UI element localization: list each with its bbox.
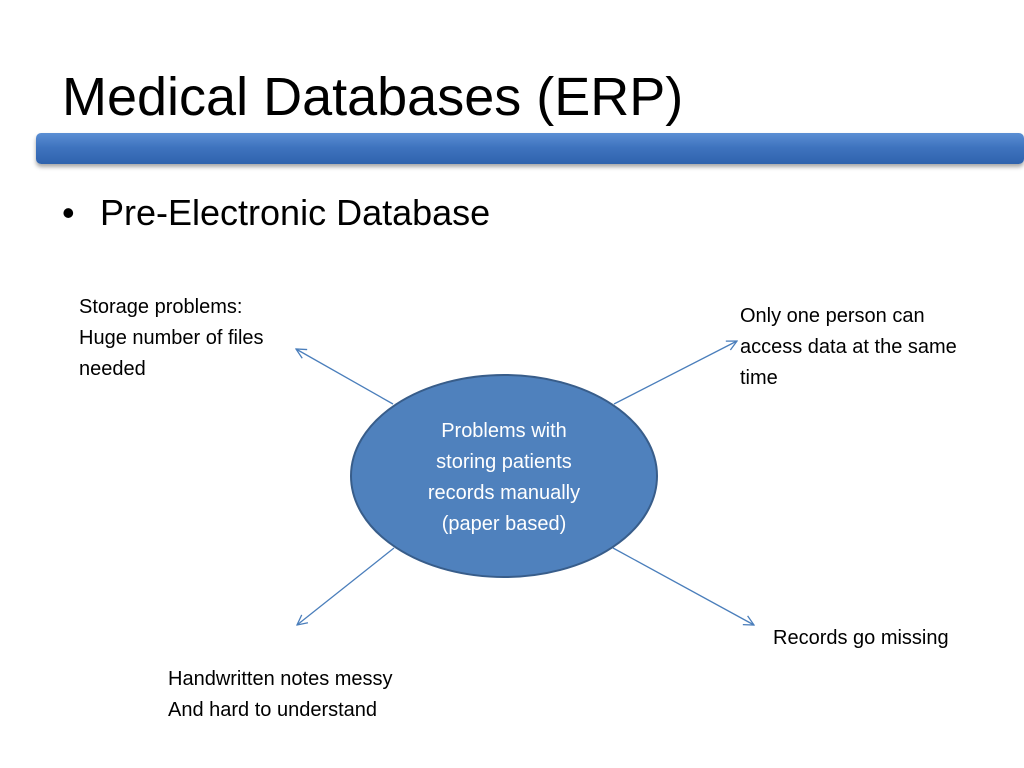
- center-line: (paper based): [441, 513, 567, 535]
- note-line: Records go missing: [773, 627, 949, 649]
- note-one-person-access: Only one person can access data at the s…: [740, 301, 957, 394]
- arrow-top-left: [296, 349, 394, 405]
- note-line: Storage problems:: [79, 296, 243, 318]
- center-line: records manually: [427, 482, 581, 504]
- note-handwritten-notes: Handwritten notes messy And hard to unde…: [168, 664, 393, 726]
- note-line: Huge number of files: [79, 327, 264, 349]
- title-underline-bar: [36, 133, 1024, 164]
- note-line: access data at the same: [740, 336, 957, 358]
- slide-title: Medical Databases (ERP): [62, 67, 684, 127]
- center-node-label: Problems with storing patients records m…: [352, 416, 656, 540]
- note-line: needed: [79, 358, 146, 380]
- center-line: Problems with: [441, 420, 567, 442]
- center-ellipse: [350, 374, 658, 578]
- center-line: storing patients: [436, 451, 572, 473]
- bullet-item: • Pre-Electronic Database: [62, 188, 490, 238]
- note-line: time: [740, 367, 778, 389]
- arrow-top-right: [613, 341, 737, 405]
- note-line: Only one person can: [740, 305, 925, 327]
- arrow-bottom-left: [297, 547, 395, 625]
- bullet-glyph: •: [62, 192, 75, 233]
- note-line: Handwritten notes messy: [168, 668, 393, 690]
- note-storage-problems: Storage problems: Huge number of files n…: [79, 292, 264, 385]
- note-records-missing: Records go missing: [773, 623, 949, 654]
- note-line: And hard to understand: [168, 699, 378, 721]
- bullet-text: Pre-Electronic Database: [100, 192, 491, 233]
- arrow-bottom-right: [612, 547, 754, 625]
